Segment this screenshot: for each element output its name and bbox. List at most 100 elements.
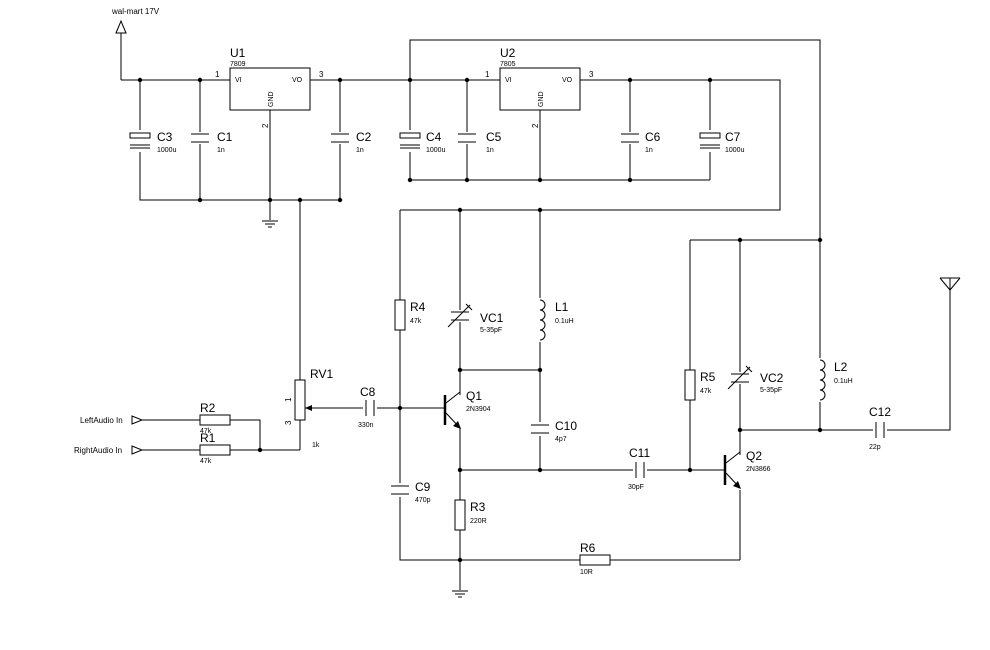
r6-value: 10R (580, 569, 593, 576)
rv1-pin1: 1 (284, 397, 293, 402)
u2-vo: VO (562, 77, 573, 84)
l1-ref: L1 (555, 300, 569, 314)
q1-part: 2N3904 (466, 406, 491, 413)
q2-part: 2N3866 (746, 466, 771, 473)
transistor-q1: Q1 2N3904 (443, 388, 491, 429)
u2-pin3: 3 (589, 70, 594, 79)
rv1-ref: RV1 (310, 367, 333, 381)
q1-ref: Q1 (466, 389, 482, 403)
ground-icon (262, 220, 278, 228)
c1-value: 1n (217, 147, 225, 154)
left-audio-label: LeftAudio In (80, 416, 123, 425)
c12-ref: C12 (869, 405, 891, 419)
c4-ref: C4 (426, 130, 442, 144)
variable-capacitor-vc1: VC1 5-35pF (447, 303, 504, 334)
r2-ref: R2 (200, 401, 216, 415)
capacitor-c10: C10 4p7 (530, 419, 577, 443)
u1-ref: U1 (230, 46, 246, 60)
capacitor-c4: C4 1000u (398, 130, 446, 154)
c4-value: 1000u (426, 147, 446, 154)
c8-ref: C8 (360, 385, 376, 399)
l2-value: 0.1uH (834, 378, 853, 385)
r1-ref: R1 (200, 431, 216, 445)
capacitor-c5: C5 1n (457, 130, 502, 154)
r5-ref: R5 (700, 370, 716, 384)
regulator-u2: U2 7805 VI VO GND 1 3 2 (485, 46, 594, 128)
supply-label: wal-mart 17V (111, 7, 160, 16)
u2-ref: U2 (500, 46, 516, 60)
u2-pin2: 2 (531, 123, 540, 128)
left-audio-input: LeftAudio In (80, 415, 155, 425)
l2-ref: L2 (834, 360, 848, 374)
capacitor-c1: C1 1n (190, 130, 233, 154)
resistor-r6: R6 10R (579, 541, 611, 576)
supply-arrow-icon (115, 19, 127, 34)
junction-dots (137, 77, 823, 563)
c12-value: 22p (869, 444, 881, 451)
u1-vo: VO (292, 77, 303, 84)
u1-vi: VI (235, 77, 242, 84)
r2-value: 47k (200, 428, 212, 435)
c5-value: 1n (486, 147, 494, 154)
rv1-value: 1k (312, 442, 320, 449)
c3-ref: C3 (157, 130, 173, 144)
resistor-r1: R1 47k (199, 431, 231, 465)
c9-value: 470p (415, 497, 431, 504)
u1-part: 7809 (230, 61, 246, 68)
c5-ref: C5 (486, 130, 502, 144)
u1-gnd: GND (268, 91, 275, 107)
r6-ref: R6 (580, 541, 596, 555)
capacitor-c2: C2 1n (330, 130, 372, 154)
capacitor-c12: C12 22p (869, 405, 891, 451)
vc1-ref: VC1 (480, 311, 504, 325)
u2-part: 7805 (500, 61, 516, 68)
c7-value: 1000u (725, 147, 745, 154)
capacitor-c7: C7 1000u (698, 130, 745, 154)
u1-pin1: 1 (215, 70, 220, 79)
r4-value: 47k (410, 318, 422, 325)
vc2-ref: VC2 (760, 371, 784, 385)
c1-ref: C1 (217, 130, 233, 144)
u2-vi: VI (505, 77, 512, 84)
capacitor-c8: C8 330n (358, 385, 377, 429)
r4-ref: R4 (410, 300, 426, 314)
rv1-pin3: 3 (284, 420, 293, 425)
c9-ref: C9 (415, 480, 431, 494)
u1-pin3: 3 (319, 70, 324, 79)
c8-value: 330n (358, 422, 374, 429)
c7-ref: C7 (725, 130, 741, 144)
c3-value: 1000u (157, 147, 177, 154)
right-audio-label: RightAudio In (74, 446, 122, 455)
transistor-q2: Q2 2N3866 (723, 448, 771, 489)
r3-ref: R3 (470, 500, 486, 514)
capacitor-c9: C9 470p (390, 480, 431, 504)
potentiometer-rv1: RV1 1k 1 3 (284, 367, 333, 449)
u2-gnd: GND (538, 91, 545, 107)
regulator-u1: U1 7809 VI VO GND 1 3 2 (215, 46, 324, 128)
vc2-value: 5-35pF (760, 387, 782, 394)
resistor-r3: R3 220R (454, 499, 487, 531)
right-audio-input: RightAudio In (74, 445, 155, 455)
r1-value: 47k (200, 458, 212, 465)
u1-pin2: 2 (261, 123, 270, 128)
c2-ref: C2 (356, 130, 372, 144)
variable-capacitor-vc2: VC2 5-35pF (727, 365, 784, 394)
capacitor-c3: C3 1000u (128, 130, 177, 154)
resistor-r4: R4 47k (394, 299, 426, 331)
resistor-r2: R2 47k (199, 401, 231, 435)
c6-value: 1n (645, 147, 653, 154)
q2-ref: Q2 (746, 449, 762, 463)
l1-value: 0.1uH (555, 318, 574, 325)
inductor-l2: L2 0.1uH (812, 358, 853, 402)
capacitor-c6: C6 1n (620, 130, 661, 154)
r5-value: 47k (700, 388, 712, 395)
r3-value: 220R (470, 518, 487, 525)
c11-ref: C11 (629, 446, 650, 460)
vc1-value: 5-35pF (480, 327, 502, 334)
c6-ref: C6 (645, 130, 661, 144)
ground-icon (452, 560, 468, 598)
resistor-r5: R5 47k (684, 369, 716, 401)
antenna-icon (939, 277, 961, 291)
c11-value: 30pF (628, 484, 644, 491)
